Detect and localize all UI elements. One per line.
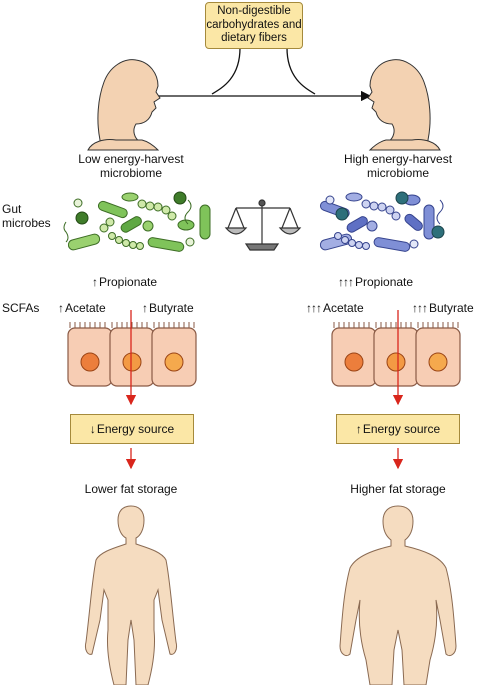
right-microbiome-title: High energy-harvest microbiome: [343, 152, 453, 180]
input-box: Non-digestible carbohydrates and dietary…: [205, 2, 303, 49]
left-microbes-cluster: [63, 191, 211, 252]
right-fat-storage: Higher fat storage: [350, 482, 446, 496]
left-butyrate: ↑Butyrate: [142, 301, 194, 315]
connector-line-right: [286, 47, 316, 95]
head-right-icon: [367, 59, 441, 151]
right-propionate: ↑↑↑Propionate: [338, 275, 414, 289]
input-box-line: Non-digestible: [217, 5, 291, 18]
obese-body-icon: [339, 505, 457, 685]
lean-body-icon: [85, 505, 177, 685]
input-box-line: carbohydrates and: [206, 18, 302, 31]
left-propionate: ↑Propionate: [92, 275, 158, 289]
right-energy-box: ↑Energy source: [336, 414, 460, 444]
left-energy-box: ↓Energy source: [70, 414, 194, 444]
left-fat-storage: Lower fat storage: [84, 482, 178, 496]
right-butyrate: ↑↑↑Butyrate: [412, 301, 474, 315]
head-left-icon: [87, 59, 161, 151]
right-microbes-cluster: [319, 191, 445, 252]
balance-scale-icon: [224, 199, 302, 251]
left-acetate: ↑Acetate: [58, 301, 106, 315]
epithelium-left: [67, 322, 197, 387]
epithelium-right: [331, 322, 461, 387]
input-box-line: dietary fibers: [221, 32, 287, 45]
connector-line-left: [211, 47, 241, 95]
left-microbiome-title: Low energy-harvest microbiome: [78, 152, 184, 180]
gut-microbes-label: Gut microbes: [2, 202, 51, 230]
scfas-label: SCFAs: [2, 301, 40, 315]
right-acetate: ↑↑↑Acetate: [306, 301, 364, 315]
